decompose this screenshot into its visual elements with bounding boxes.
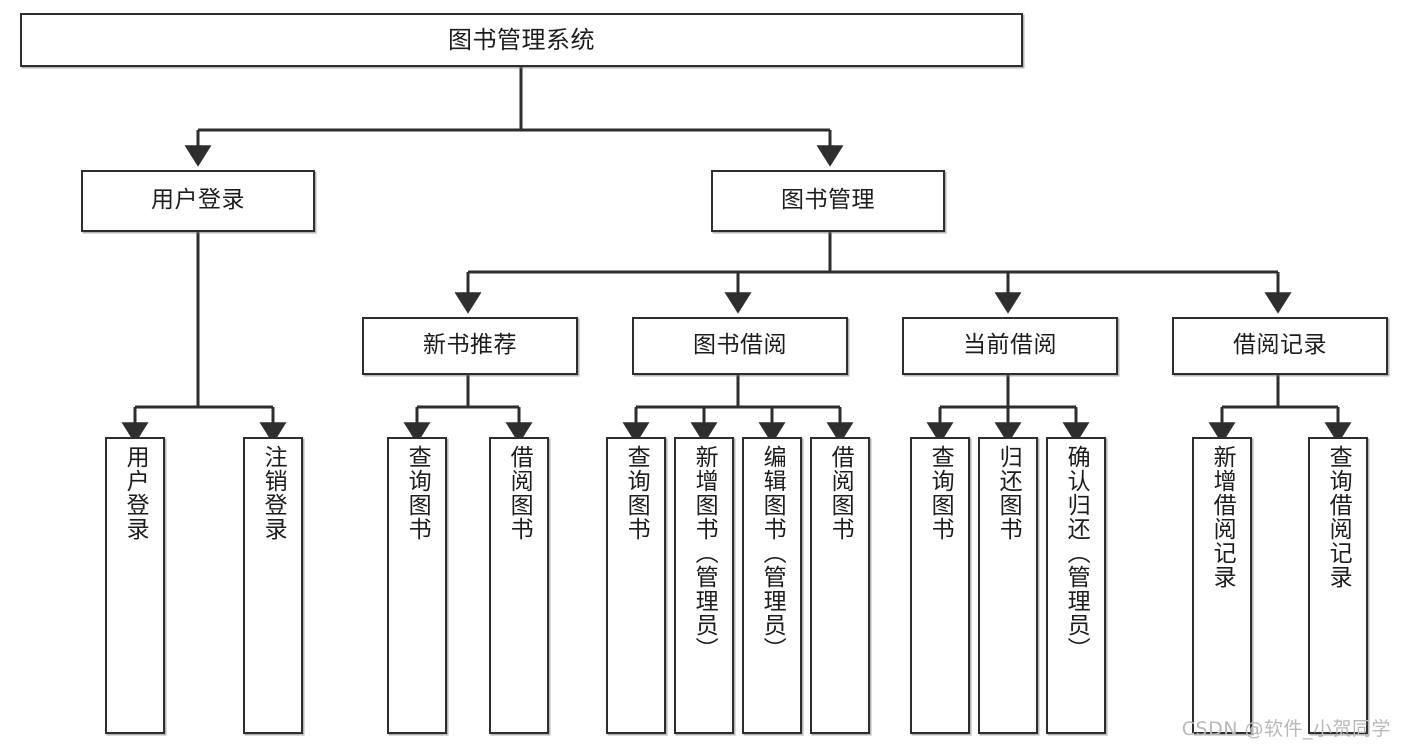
node-label: 查询图书 xyxy=(927,445,954,541)
node-label: 确认归还（管理员） xyxy=(1063,445,1090,661)
csdn-watermark: CSDN @软件_小贺同学 xyxy=(1181,718,1391,740)
node-label: 新增图书（管理员） xyxy=(691,445,718,661)
node-leaf-user-login[interactable]: 用户登录 xyxy=(105,437,165,734)
node-leaf-borrow-book-2[interactable]: 借阅图书 xyxy=(810,437,870,734)
node-leaf-return-book[interactable]: 归还图书 xyxy=(978,437,1038,734)
node-user-login[interactable]: 用户登录 xyxy=(81,170,315,232)
node-label: 图书管理 xyxy=(781,187,875,214)
node-label: 新增借阅记录 xyxy=(1209,445,1236,589)
node-leaf-add-book[interactable]: 新增图书（管理员） xyxy=(674,437,734,734)
node-book-borrow[interactable]: 图书借阅 xyxy=(632,317,848,375)
node-leaf-query-record[interactable]: 查询借阅记录 xyxy=(1308,437,1368,734)
node-label: 注销登录 xyxy=(260,445,287,541)
node-label: 图书管理系统 xyxy=(448,25,595,54)
node-label: 借阅图书 xyxy=(827,445,854,541)
node-leaf-edit-book[interactable]: 编辑图书（管理员） xyxy=(742,437,802,734)
node-borrow-record[interactable]: 借阅记录 xyxy=(1172,317,1388,375)
node-label: 用户登录 xyxy=(151,187,245,214)
node-label: 查询图书 xyxy=(404,445,431,541)
node-current-borrow[interactable]: 当前借阅 xyxy=(902,317,1118,375)
node-label: 图书借阅 xyxy=(693,332,787,359)
node-leaf-query-book-2[interactable]: 查询图书 xyxy=(606,437,666,734)
node-book-manage[interactable]: 图书管理 xyxy=(711,170,945,232)
node-label: 编辑图书（管理员） xyxy=(759,445,786,661)
node-leaf-borrow-book-1[interactable]: 借阅图书 xyxy=(489,437,549,734)
node-label: 借阅记录 xyxy=(1233,332,1327,359)
node-leaf-confirm-return[interactable]: 确认归还（管理员） xyxy=(1046,437,1106,734)
node-new-book-recommend[interactable]: 新书推荐 xyxy=(362,317,578,375)
node-leaf-add-record[interactable]: 新增借阅记录 xyxy=(1192,437,1252,734)
node-label: 用户登录 xyxy=(122,445,149,541)
node-leaf-query-book-1[interactable]: 查询图书 xyxy=(387,437,447,734)
node-label: 查询借阅记录 xyxy=(1325,445,1352,589)
node-leaf-logout[interactable]: 注销登录 xyxy=(243,437,303,734)
node-label: 当前借阅 xyxy=(963,332,1057,359)
node-root-system[interactable]: 图书管理系统 xyxy=(20,13,1023,67)
node-label: 查询图书 xyxy=(623,445,650,541)
node-leaf-query-book-3[interactable]: 查询图书 xyxy=(910,437,970,734)
node-label: 新书推荐 xyxy=(423,332,517,359)
node-label: 借阅图书 xyxy=(506,445,533,541)
node-label: 归还图书 xyxy=(995,445,1022,541)
